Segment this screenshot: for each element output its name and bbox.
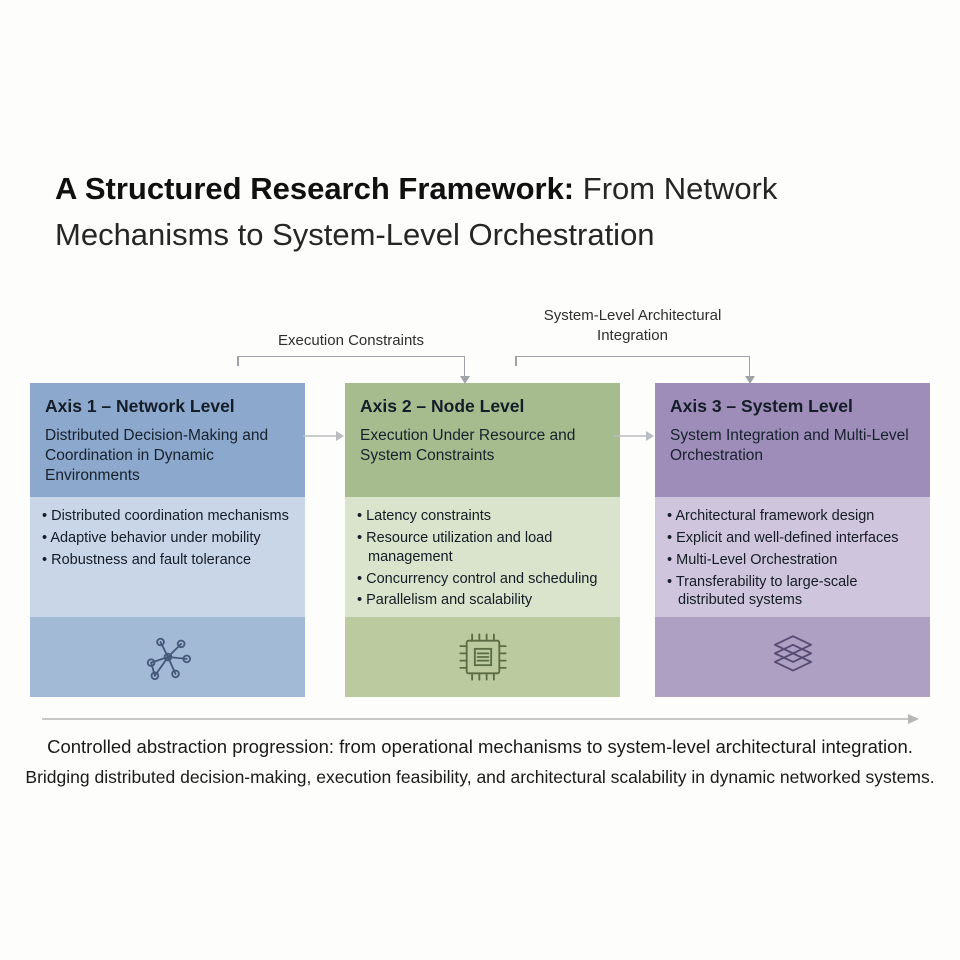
axis2-icon-band — [345, 617, 620, 697]
bullet-item: Concurrency control and scheduling — [357, 570, 612, 589]
bullet-item: Adaptive behavior under mobility — [42, 529, 297, 548]
axis3-header: Axis 3 – System Level System Integration… — [655, 383, 930, 497]
bullet-item: Multi-Level Orchestration — [667, 551, 922, 570]
flow-arrow-icon — [613, 431, 654, 441]
page-title-bold: A Structured Research Framework: — [55, 171, 575, 206]
system-integration-bracket — [515, 356, 755, 384]
axis2-bullet-list: Latency constraints Resource utilization… — [345, 497, 620, 617]
bullet-item: Architectural framework design — [667, 507, 922, 526]
axis3-card: Axis 3 – System Level System Integration… — [655, 383, 930, 697]
axis3-icon-band — [655, 617, 930, 697]
network-graph-icon — [146, 637, 191, 681]
card-title: Axis 3 – System Level — [670, 396, 853, 416]
axis1-bullet-list: Distributed coordination mechanisms Adap… — [30, 497, 305, 617]
footer-caption-1: Controlled abstraction progression: from… — [47, 736, 913, 757]
card-title: Axis 2 – Node Level — [360, 396, 525, 416]
card-subtitle: Execution Under Resource and System Cons… — [360, 427, 576, 464]
bullet-item: Resource utilization and load management — [357, 529, 612, 567]
axis3-bullet-list: Architectural framework design Explicit … — [655, 497, 930, 617]
card-title: Axis 1 – Network Level — [45, 396, 235, 416]
layers-icon — [773, 635, 812, 672]
bullet-item: Explicit and well-defined interfaces — [667, 529, 922, 548]
execution-constraints-label: Execution Constraints — [278, 332, 424, 349]
bullet-item: Transferability to large-scale distribut… — [667, 573, 922, 611]
bracket-drop — [463, 357, 465, 377]
bracket-drop — [748, 357, 750, 377]
progression-arrow-icon — [42, 714, 919, 724]
bullet-item: Distributed coordination mechanisms — [42, 507, 297, 526]
footer-caption-2: Bridging distributed decision-making, ex… — [25, 767, 935, 787]
down-arrow-icon — [459, 376, 470, 384]
bullet-item: Robustness and fault tolerance — [42, 551, 297, 570]
bullet-item: Parallelism and scalability — [357, 591, 612, 610]
card-subtitle: System Integration and Multi-Level Orche… — [670, 427, 909, 464]
chip-icon — [458, 633, 507, 681]
axis1-card: Axis 1 – Network Level Distributed Decis… — [30, 383, 305, 697]
bullet-item: Latency constraints — [357, 507, 612, 526]
card-subtitle: Distributed Decision-Making and Coordina… — [45, 427, 269, 484]
axis1-header: Axis 1 – Network Level Distributed Decis… — [30, 383, 305, 497]
axis1-icon-band — [30, 617, 305, 697]
flow-arrow-icon — [303, 431, 344, 441]
axis2-header: Axis 2 – Node Level Execution Under Reso… — [345, 383, 620, 497]
bracket-tick — [515, 357, 517, 366]
axis2-card: Axis 2 – Node Level Execution Under Reso… — [345, 383, 620, 697]
bracket-tick — [237, 357, 239, 366]
system-integration-label: System-Level Architectural Integration — [543, 307, 722, 345]
execution-constraints-bracket — [237, 356, 470, 384]
page-title-rest: From Network Mechanisms to System-Level … — [55, 171, 778, 252]
page-title: A Structured Research Framework: From Ne… — [55, 166, 895, 258]
down-arrow-icon — [744, 376, 755, 384]
